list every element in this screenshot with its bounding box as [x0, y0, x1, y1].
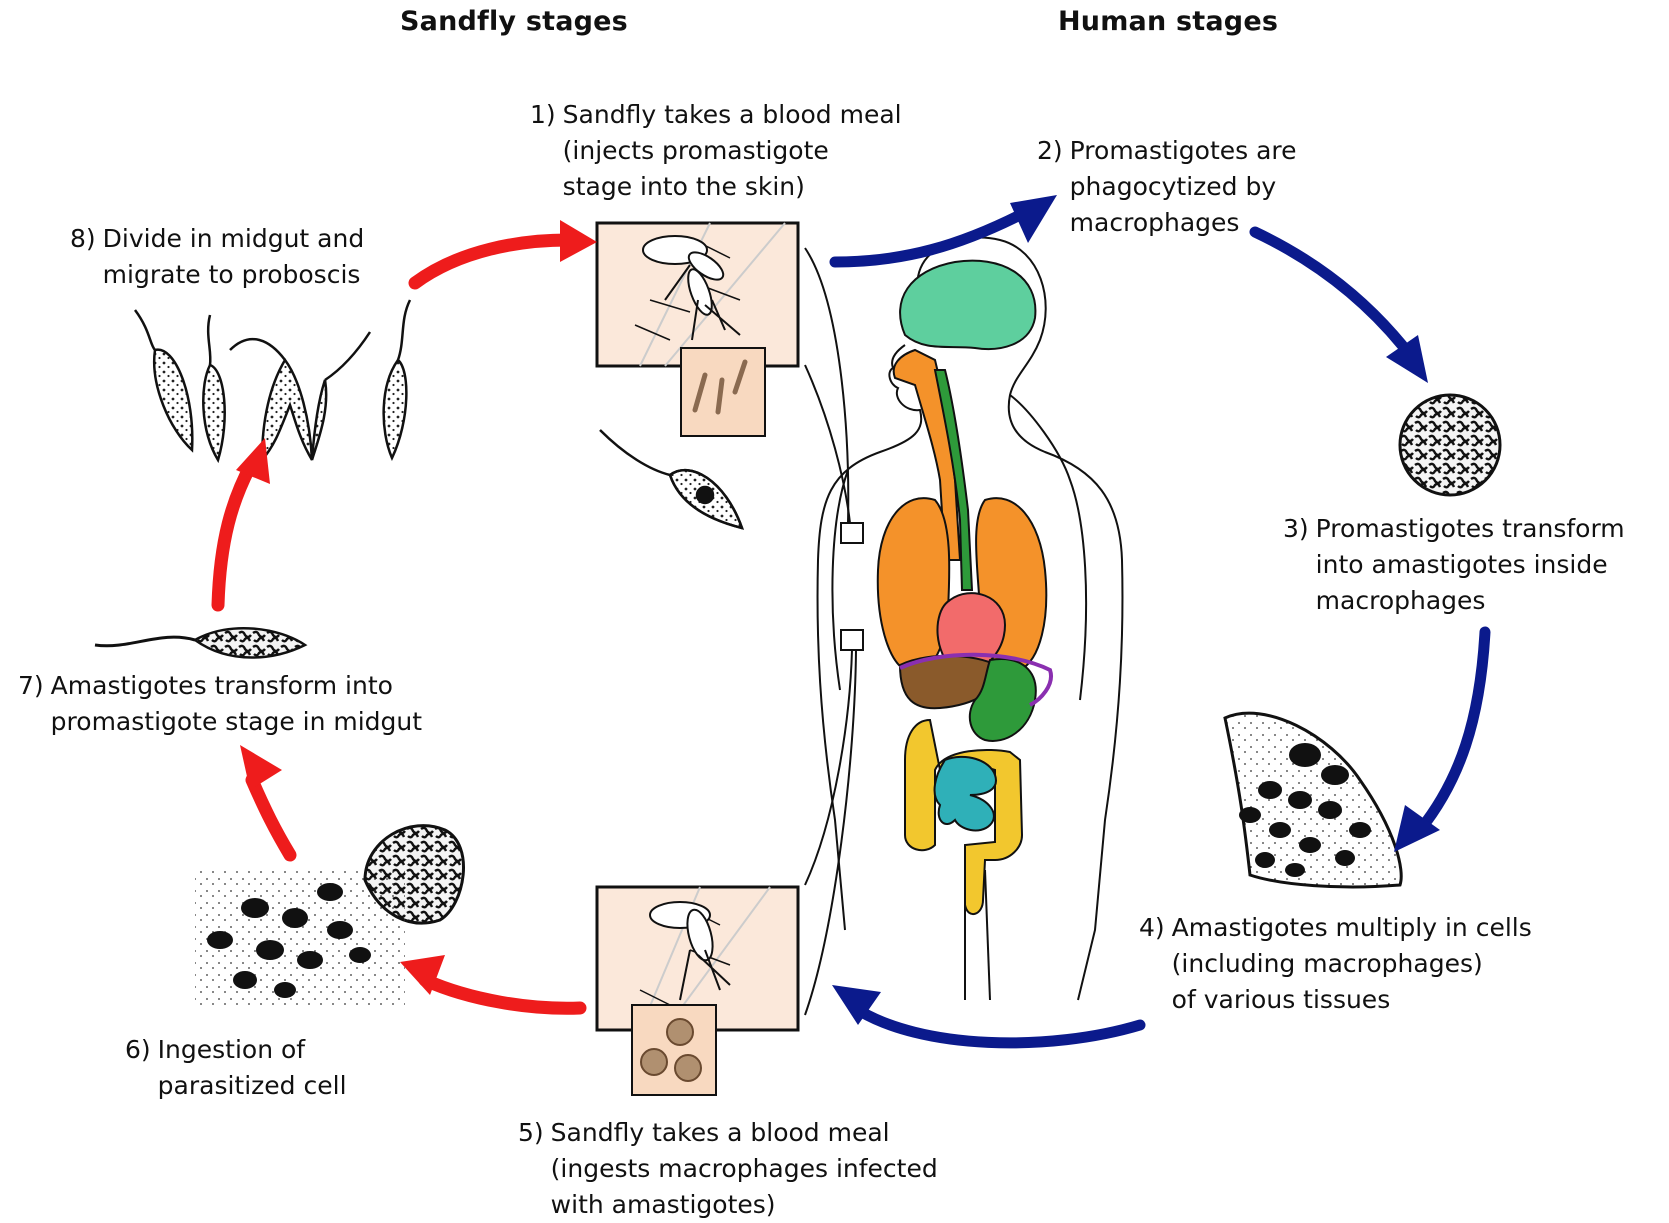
skin-marker-upper: [841, 523, 863, 543]
step-line: Ingestion of: [158, 1032, 347, 1068]
dividing-promastigotes: [135, 300, 410, 460]
inset-sandfly-bite-bottom: [597, 887, 798, 1095]
step-line: Sandfly takes a blood meal: [551, 1115, 938, 1151]
step-number: 5): [518, 1115, 544, 1223]
promastigote-injected: [600, 430, 742, 528]
infected-tissue-cell: [1225, 713, 1401, 887]
step-5-label: 5) Sandfly takes a blood meal (ingests m…: [518, 1115, 938, 1223]
promastigote-midgut: [95, 628, 305, 657]
arrow-4-to-5: [855, 1008, 1140, 1043]
step-4-label: 4) Amastigotes multiply in cells (includ…: [1139, 910, 1532, 1018]
step-line: of various tissues: [1172, 982, 1532, 1018]
arrow-2-to-3: [1255, 232, 1410, 355]
step-line: Divide in midgut and: [103, 221, 365, 257]
step-number: 4): [1139, 910, 1165, 1018]
arrow-8-to-1: [415, 240, 568, 283]
step-line: promastigote stage in midgut: [51, 704, 422, 740]
step-line: Promastigotes transform: [1316, 511, 1625, 547]
step-line: into amastigotes inside: [1316, 547, 1625, 583]
step-line: Promastigotes are: [1070, 133, 1297, 169]
step-line: stage into the skin): [563, 169, 902, 205]
step-line: (ingests macrophages infected: [551, 1151, 938, 1187]
step-line: (including macrophages): [1172, 946, 1532, 982]
step-line: phagocytized by: [1070, 169, 1297, 205]
step-1-label: 1) Sandfly takes a blood meal (injects p…: [530, 97, 902, 205]
step-number: 2): [1037, 133, 1063, 241]
step-number: 3): [1283, 511, 1309, 619]
arrow-5-to-6: [425, 980, 580, 1008]
step-8-label: 8) Divide in midgut and migrate to probo…: [70, 221, 364, 293]
small-intestine: [935, 757, 996, 831]
step-line: Amastigotes transform into: [51, 668, 422, 704]
macrophage-with-amastigotes: [1400, 395, 1500, 495]
step-3-label: 3) Promastigotes transform into amastigo…: [1283, 511, 1625, 619]
step-line: migrate to proboscis: [103, 257, 365, 293]
arrow-3-to-4: [1420, 632, 1485, 830]
step-line: with amastigotes): [551, 1187, 938, 1223]
step-line: (injects promastigote: [563, 133, 902, 169]
arrowhead: [560, 220, 597, 262]
step-number: 1): [530, 97, 556, 205]
step-line: macrophages: [1070, 205, 1297, 241]
connector-line: [805, 248, 848, 523]
step-2-label: 2) Promastigotes are phagocytized by mac…: [1037, 133, 1297, 241]
internal-organs: [878, 261, 1051, 914]
step-line: parasitized cell: [158, 1068, 347, 1104]
brain: [900, 261, 1035, 349]
inset-sandfly-bite-top: [597, 223, 798, 436]
step-line: Amastigotes multiply in cells: [1172, 910, 1532, 946]
arrowhead: [1386, 335, 1428, 383]
step-line: macrophages: [1316, 583, 1625, 619]
step-number: 8): [70, 221, 96, 293]
step-6-label: 6) Ingestion of parasitized cell: [125, 1032, 347, 1104]
human-stages-heading: Human stages: [1058, 6, 1278, 37]
step-7-label: 7) Amastigotes transform into promastigo…: [18, 668, 422, 740]
arrow-7-to-8: [218, 463, 252, 605]
step-number: 6): [125, 1032, 151, 1104]
step-number: 7): [18, 668, 44, 740]
arrow-6-to-7: [252, 780, 290, 855]
step-line: Sandfly takes a blood meal: [563, 97, 902, 133]
skin-marker-lower: [841, 630, 863, 650]
sandfly-stages-heading: Sandfly stages: [400, 6, 628, 37]
arrowhead: [240, 745, 282, 790]
